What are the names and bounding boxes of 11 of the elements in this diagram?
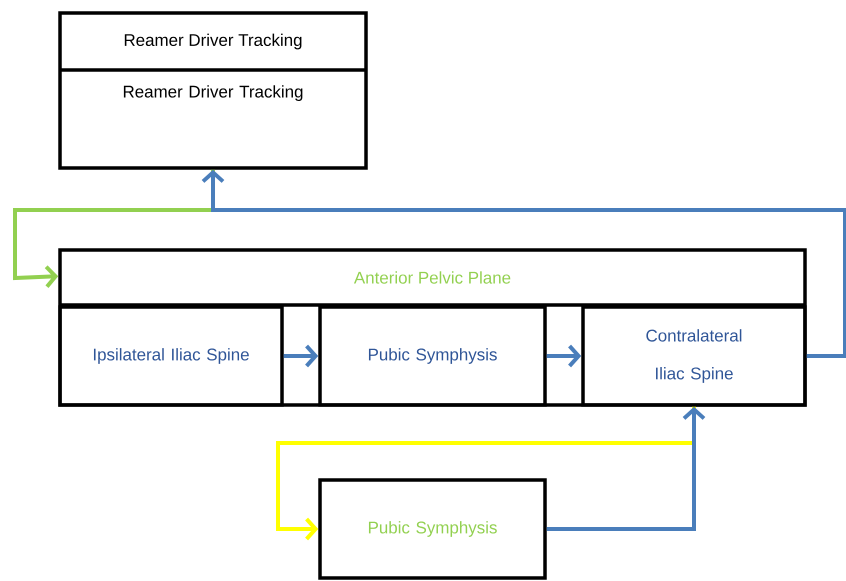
arrow (546, 406, 706, 531)
landmark-box: Ipsilateral Iliac Spine (58, 305, 284, 407)
landmark-box: Pubic Symphysis (318, 478, 547, 580)
landmark-box: Contralateral Iliac Spine (581, 305, 807, 407)
arrow (284, 344, 318, 368)
landmark-box: Pubic Symphysis (318, 305, 547, 407)
arrow (546, 344, 582, 368)
arrow (13, 170, 215, 288)
arrow (276, 406, 696, 540)
arrow (202, 170, 846, 358)
tracking-box: Reamer Driver Tracking Reamer Driver Tracking (58, 11, 368, 170)
